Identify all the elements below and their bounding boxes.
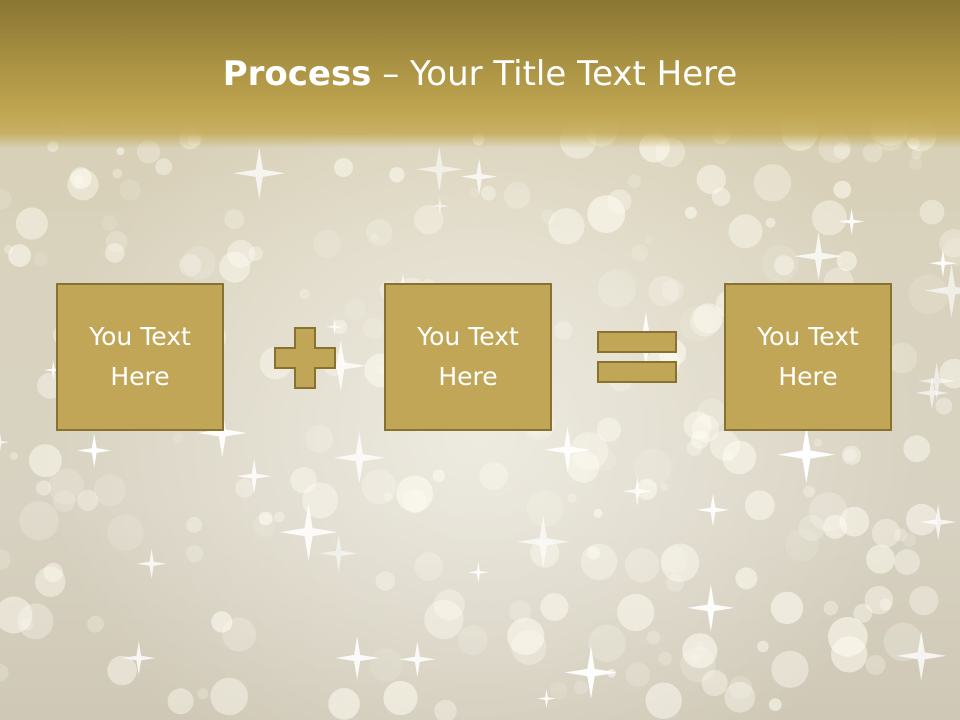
plus-icon xyxy=(274,327,336,389)
process-box-2-text: You Text Here xyxy=(417,322,519,391)
process-box-1-text: You Text Here xyxy=(89,322,191,391)
process-box-3[interactable]: You Text Here xyxy=(724,283,892,431)
slide-title[interactable]: Process – Your Title Text Here xyxy=(0,52,960,96)
title-bar xyxy=(0,0,960,148)
equals-icon xyxy=(597,331,677,383)
process-box-2[interactable]: You Text Here xyxy=(384,283,552,431)
process-box-3-text: You Text Here xyxy=(757,322,859,391)
title-rest-text: – Your Title Text Here xyxy=(371,54,738,94)
process-box-1[interactable]: You Text Here xyxy=(56,283,224,431)
title-bold-text: Process xyxy=(222,54,372,94)
